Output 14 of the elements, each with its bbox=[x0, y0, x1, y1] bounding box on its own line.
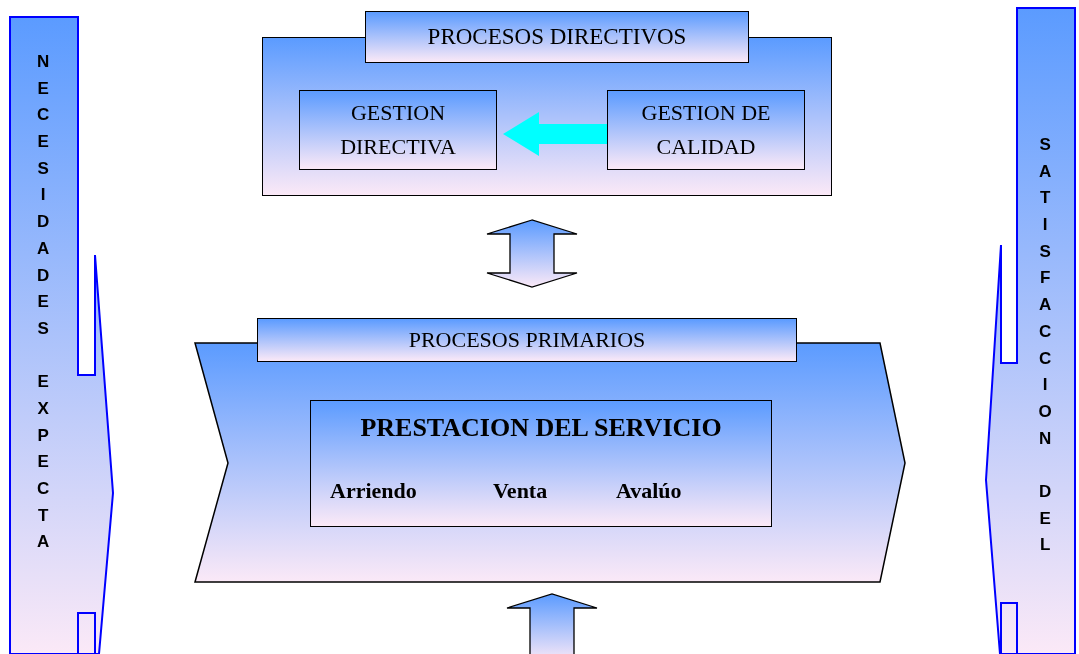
section-header: PROCESOS PRIMARIOS bbox=[257, 318, 797, 362]
vertical-label: NECESIDADES EXPECTA bbox=[36, 51, 51, 554]
section-header: PROCESOS DIRECTIVOS bbox=[365, 11, 749, 63]
box-title: PRESTACION DEL SERVICIO bbox=[359, 413, 723, 443]
process-box: GESTION DE CALIDAD bbox=[607, 90, 805, 170]
block-arrow bbox=[503, 112, 607, 156]
service-item: Arriendo bbox=[330, 477, 417, 505]
process-box: GESTION DIRECTIVA bbox=[299, 90, 497, 170]
vertical-label: SATISFACCION DEL bbox=[1037, 134, 1053, 557]
service-item: Avalúo bbox=[616, 477, 682, 505]
block-arrow bbox=[506, 593, 598, 654]
block-arrow bbox=[486, 219, 578, 288]
service-box bbox=[310, 400, 772, 527]
service-item: Venta bbox=[493, 477, 548, 505]
